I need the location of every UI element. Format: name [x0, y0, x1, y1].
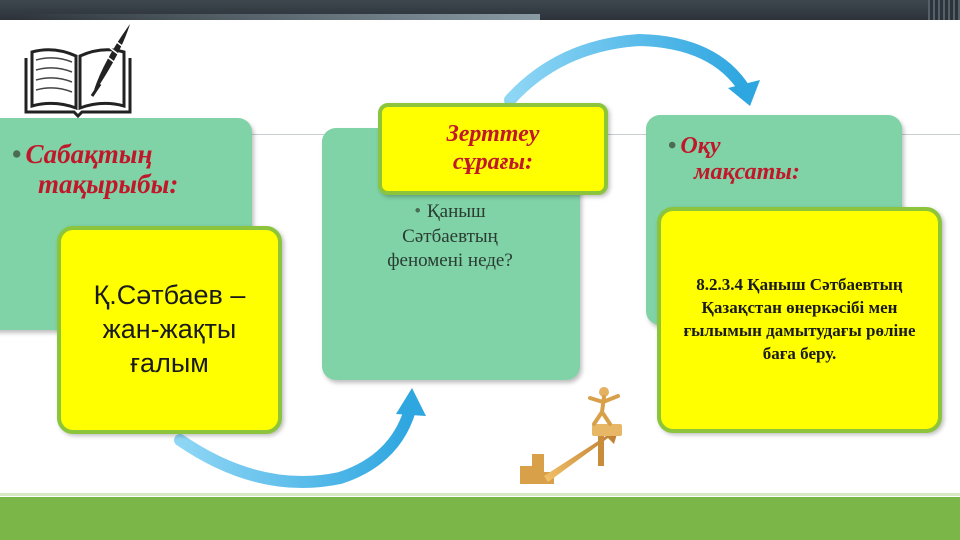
- lesson-topic-label-line1: Сабақтың: [25, 139, 153, 169]
- research-question-line2: Сәтбаевтың: [402, 225, 498, 247]
- lesson-topic-text: Қ.Сәтбаев – жан-жақты ғалым: [93, 280, 246, 378]
- research-question-heading-line2: сұрағы:: [452, 149, 534, 175]
- bottom-bar: [0, 497, 960, 540]
- research-question-text: •Қаныш Сәтбаевтың феномені неде?: [336, 200, 564, 274]
- research-question-line1: Қаныш: [426, 201, 486, 222]
- stairs-runner-icon: [520, 387, 622, 484]
- learning-objective-label-line1: Оқу: [680, 133, 721, 159]
- lesson-topic-label-line2: тақырыбы:: [38, 168, 179, 199]
- book-quill-icon: [24, 24, 132, 119]
- lesson-topic-box: Қ.Сәтбаев – жан-жақты ғалым: [57, 226, 282, 434]
- lesson-topic-label: •Сабақтың тақырыбы:: [12, 139, 242, 199]
- bullet-icon: •: [668, 133, 677, 159]
- learning-objective-label-line2: мақсаты:: [694, 159, 800, 186]
- top-bar-highlight: [20, 14, 540, 20]
- research-question-heading-box: Зерттеу сұрағы:: [378, 103, 608, 195]
- learning-objective-label: •Оқу мақсаты:: [668, 133, 888, 186]
- bottom-bar-highlight: [0, 493, 960, 496]
- top-bar-stripes: [928, 0, 960, 20]
- learning-objective-box: 8.2.3.4 Қаныш Сәтбаевтың Қазақстан өнерк…: [657, 207, 942, 433]
- research-question-heading-line1: Зерттеу: [446, 121, 540, 148]
- learning-objective-text: 8.2.3.4 Қаныш Сәтбаевтың Қазақстан өнерк…: [683, 275, 916, 363]
- research-question-line3: феномені неде?: [387, 250, 513, 272]
- bullet-icon: •: [414, 201, 421, 222]
- bullet-icon: •: [12, 139, 22, 169]
